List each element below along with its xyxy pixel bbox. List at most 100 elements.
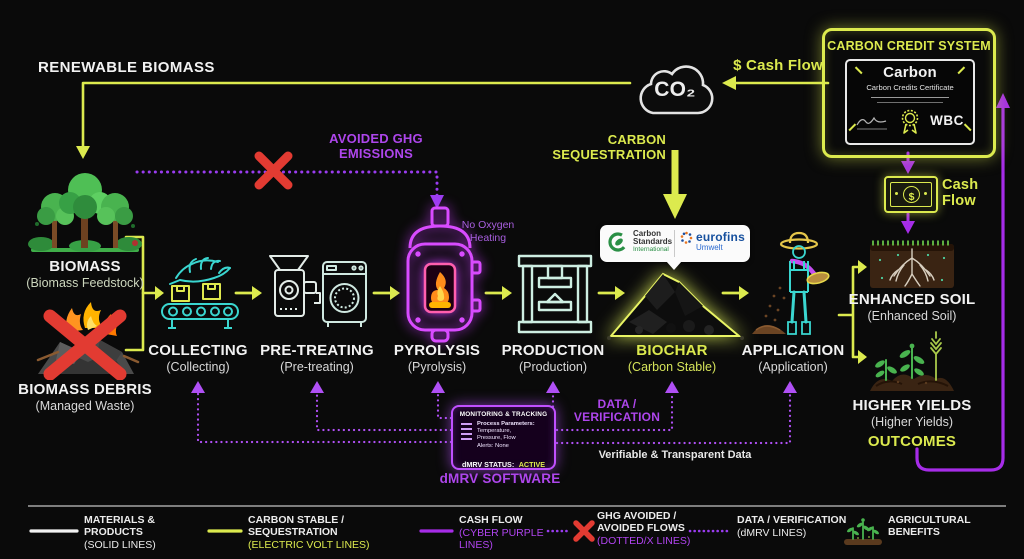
- biochar-pile-icon: [607, 272, 744, 340]
- legend-plant-icon: [844, 518, 882, 545]
- money-bill-dot: [924, 192, 927, 195]
- dollar-circle: $: [903, 186, 920, 203]
- dmrv-box-title: MONITORING & TRACKING: [459, 411, 548, 418]
- biomass-debris-subtitle: (Managed Waste): [35, 399, 135, 413]
- biomass-bracket: [124, 235, 164, 352]
- higher-yields-title: HIGHER YIELDS: [852, 397, 972, 414]
- cert-org1-line1: Carbon: [633, 229, 661, 238]
- cert-org1-line3: International: [633, 245, 669, 253]
- money-bill-inner-border: [890, 182, 932, 207]
- renewable-biomass-label: RENEWABLE BIOMASS: [38, 59, 215, 76]
- certificate-org-label: WBC: [930, 113, 964, 128]
- signature-icon: [856, 116, 887, 130]
- biomass-debris-title: BIOMASS DEBRIS: [18, 381, 152, 398]
- application-outcomes-bracket: [837, 260, 867, 364]
- pyrolysis-reactor-icon: [406, 206, 482, 343]
- dmrv-status-label: dMRV STATUS:: [461, 460, 515, 469]
- dollar-sign: $: [908, 191, 915, 203]
- verifiable-data-label: Verifiable & Transparent Data: [598, 449, 752, 461]
- legend-title: CASH FLOW: [459, 514, 523, 526]
- cash-flow-top-label: $ Cash Flow: [733, 57, 823, 74]
- step-pyrolysis-title: PYROLYSIS: [393, 342, 481, 359]
- legend-item-cash-flow: CASH FLOW (CYBER PURPLE LINES): [459, 514, 549, 551]
- biomass-trees-icon: [28, 173, 142, 252]
- money-bill-dot: [895, 192, 898, 195]
- outcomes-to-credit-line: [915, 93, 1010, 472]
- legend-title: MATERIALS & PRODUCTS: [84, 514, 155, 539]
- cash-flow-top-line: [722, 76, 830, 90]
- legend-item-materials: MATERIALS & PRODUCTS (SOLID LINES): [84, 514, 204, 551]
- legend-item-data-verification: DATA / VERIFICATION (dMRV LINES): [737, 514, 847, 539]
- certificate-title: Carbon: [883, 64, 937, 81]
- badge-divider: [674, 230, 675, 257]
- eurofins-sub: Umwelt: [696, 243, 723, 252]
- legend-item-agricultural: AGRICULTURAL BENEFITS: [888, 514, 978, 538]
- data-verification-label: DATA / VERIFICATION: [573, 397, 661, 425]
- carbon-credit-system-box: CARBON CREDIT SYSTEM Carbon Carbon Credi…: [822, 28, 996, 158]
- application-farmer-icon: [752, 231, 830, 335]
- step-biochar-title: BIOCHAR: [636, 342, 708, 359]
- ribbon-medal-icon: [901, 109, 919, 134]
- co2-cloud-icon: [639, 65, 714, 115]
- carbon-sequestration-label: CARBON SEQUESTRATION: [552, 132, 666, 162]
- dmrv-row: Pressure, Flow: [477, 435, 516, 442]
- co2-label: CO₂: [654, 78, 696, 101]
- dmrv-monitoring-box: MONITORING & TRACKING Process Parameters…: [451, 405, 556, 470]
- legend-sub: (DOTTED/X LINES): [597, 535, 691, 548]
- legend-item-carbon-stable: CARBON STABLE / SEQUESTRATION (ELECTRIC …: [248, 514, 413, 551]
- carbon-sequestration-arrow: [663, 150, 687, 219]
- money-bill-icon: $: [884, 176, 938, 213]
- legend-swatch-dotted-x: [546, 520, 595, 542]
- collecting-conveyor-icon: [161, 257, 239, 329]
- legend-sub: (dMRV LINES): [737, 527, 807, 540]
- biomass-subtitle: (Biomass Feedstock): [26, 276, 144, 290]
- higher-yields-plants-icon: [870, 331, 954, 391]
- certificate-rule: [877, 102, 943, 103]
- dmrv-status-value: ACTIVE: [518, 460, 546, 469]
- pretreating-machines-icon: [269, 255, 367, 327]
- renewable-biomass-line: [76, 81, 632, 159]
- biomass-title: BIOMASS: [49, 258, 121, 275]
- cash-flow-right-label: Cash Flow: [942, 177, 979, 210]
- ghg-x-icon: [254, 151, 293, 190]
- enhanced-soil-icon: [870, 240, 954, 288]
- legend-title: CARBON STABLE / SEQUESTRATION: [248, 514, 345, 539]
- step-pyrolysis-sub: (Pyrolysis): [407, 360, 467, 374]
- legend-title: AGRICULTURAL BENEFITS: [888, 514, 971, 539]
- step-production-title: PRODUCTION: [501, 342, 605, 359]
- cert-org1-line2: Standards: [633, 237, 673, 247]
- step-pretreating-sub: (Pre-treating): [280, 360, 354, 374]
- certificate-rule: [871, 97, 949, 98]
- biomass-debris-fire-icon: [36, 302, 140, 380]
- enhanced-soil-title: ENHANCED SOIL: [848, 291, 976, 308]
- avoided-ghg-label: AVOIDED GHG EMISSIONS: [329, 131, 423, 161]
- higher-yields-sub: (Higher Yields): [871, 415, 953, 429]
- step-collecting-sub: (Collecting): [166, 360, 230, 374]
- carbon-credits-certificate: Carbon Carbon Credits Certificate WBC: [845, 59, 975, 145]
- badge-tail: [666, 261, 682, 270]
- legend-sub: (SOLID LINES): [84, 539, 156, 552]
- process-flow-arrows: [234, 286, 749, 300]
- carbon-standards-logo-icon: [608, 232, 628, 252]
- eurofins-name: eurofins: [696, 230, 745, 244]
- step-application-title: APPLICATION: [741, 342, 845, 359]
- step-production-sub: (Production): [518, 360, 588, 374]
- cash-flow-down-lines: [901, 151, 915, 234]
- dmrv-software-label: dMRV SOFTWARE: [439, 471, 561, 486]
- production-press-icon: [517, 254, 593, 334]
- certificate-subtitle: Carbon Credits Certificate: [866, 83, 954, 92]
- debris-x-icon: [43, 309, 127, 380]
- step-pretreating-title: PRE-TREATING: [260, 342, 374, 359]
- dmrv-row: Process Parameters:: [477, 421, 535, 427]
- dmrv-row: Temperature,: [477, 428, 512, 435]
- legend-title: GHG AVOIDED / AVOIDED FLOWS: [597, 510, 685, 535]
- certification-badge: Carbon Standards International eurofins …: [600, 225, 750, 270]
- step-application-sub: (Application): [758, 360, 828, 374]
- enhanced-soil-sub: (Enhanced Soil): [867, 309, 957, 323]
- carbon-credit-system-title: CARBON CREDIT SYSTEM: [827, 39, 991, 53]
- dmrv-row: Alerts: None: [477, 442, 509, 449]
- legend-sub: (CYBER PURPLE LINES): [459, 527, 544, 552]
- legend-item-ghg-avoided: GHG AVOIDED / AVOIDED FLOWS (DOTTED/X LI…: [597, 510, 697, 547]
